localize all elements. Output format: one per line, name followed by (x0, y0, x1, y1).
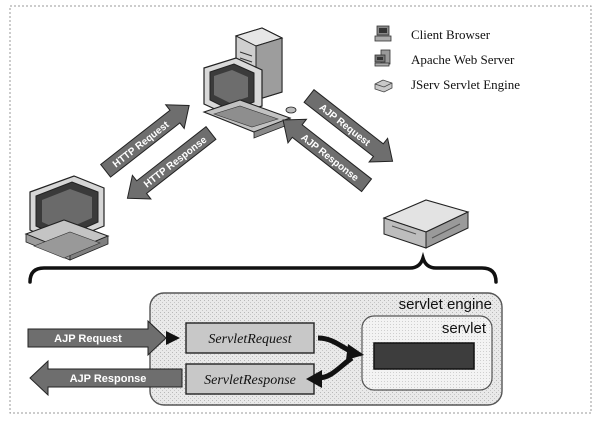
servlet-label: servlet (442, 320, 487, 337)
apache-server-icon (374, 49, 391, 67)
legend: Client Browser Apache Web Server JServ S… (374, 25, 520, 93)
servlet-to-response-arrowhead (306, 370, 322, 388)
legend-client-browser-label: Client Browser (411, 27, 491, 42)
in-connector-arrowhead (166, 331, 180, 345)
client-browser-graphic (24, 175, 110, 261)
apache-server-graphic (202, 27, 297, 139)
engine-ajp-request-label: AJP Request (54, 333, 122, 345)
engine-ajp-response-arrow: AJP Response (29, 359, 183, 397)
expansion-brace (28, 251, 498, 284)
servlet-response-label: ServletResponse (204, 373, 296, 388)
servlet-engine-panel: servlet engine servlet ServletRequest Se… (149, 292, 503, 406)
jserv-engine-icon (374, 79, 393, 93)
engine-ajp-response-label: AJP Response (70, 373, 147, 385)
legend-apache-server-label: Apache Web Server (411, 52, 515, 67)
client-browser-icon (374, 25, 392, 42)
servlet-request-box (185, 322, 315, 354)
engine-ajp-request-arrow: AJP Request (27, 319, 167, 357)
servlet-engine-title: servlet engine (399, 296, 492, 313)
servlet-response-box (185, 363, 315, 395)
servlet-screen (373, 342, 475, 370)
jserv-engine-graphic (382, 199, 470, 249)
legend-jserv-engine-label: JServ Servlet Engine (411, 77, 520, 92)
servlet-request-label: ServletRequest (208, 332, 292, 347)
